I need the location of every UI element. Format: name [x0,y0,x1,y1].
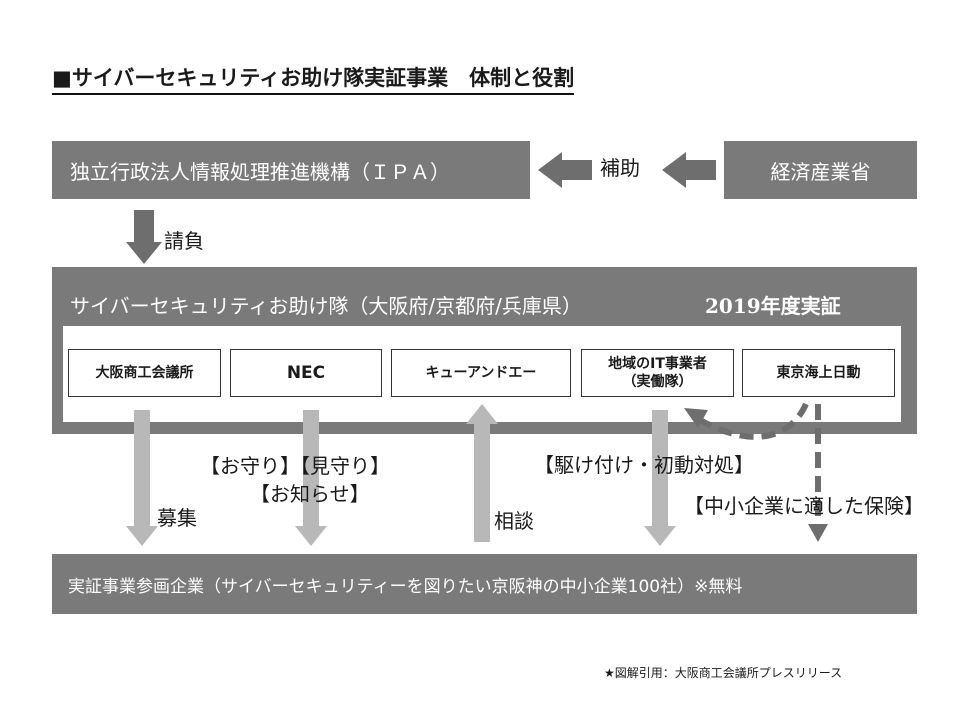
up-arrow-icon [466,404,498,542]
team-year: 2019年度実証 [705,294,841,318]
down-arrow-icon [295,410,327,546]
member-label: 東京海上日動 [776,365,861,381]
meti-box: 経済産業省 [724,141,917,199]
ipa-box: 独立行政法人情報処理推進機構（ＩＰＡ） [52,141,530,199]
contract-label: 請負 [164,229,204,253]
consult-label: 相談 [494,509,534,533]
member-local-it: 地域のIT事業者 （実働隊） [581,349,734,397]
left-arrow-icon [538,152,592,188]
left-arrow-icon [662,152,716,188]
arrowhead-icon [684,408,708,428]
member-osaka-cci: 大阪商工会議所 [68,349,221,397]
protect-label: 【お守り】【見守り】 [200,454,390,478]
down-arrow-icon [126,410,158,546]
team-title: サイバーセキュリティお助け隊（大阪府/京都府/兵庫県） [70,294,582,318]
recruit-label: 募集 [157,506,197,530]
member-q-and-a: キューアンドエー [391,349,571,397]
member-label: NEC [286,363,326,383]
arrowhead-icon [808,524,828,542]
participating-companies-box: 実証事業参画企業（サイバーセキュリティーを図りたい京阪神の中小企業100社）※無… [52,554,917,614]
curved-dashed-arrow-icon [698,402,809,440]
member-label: キューアンドエー [425,365,537,381]
down-arrow-icon [644,410,676,546]
rush-label: 【駆け付け・初動対処】 [534,453,754,477]
member-tokio-marine: 東京海上日動 [742,349,895,397]
member-label: 地域のIT事業者 [608,356,707,372]
page-title: ■サイバーセキュリティお助け隊実証事業 体制と役割 [52,64,575,95]
member-sublabel: （実働隊） [622,374,693,390]
member-label: 大阪商工会議所 [95,365,194,381]
source-note: ★図解引用：大阪商工会議所プレスリリース [604,666,843,680]
subsidy-label: 補助 [600,156,640,180]
inform-label: 【お知らせ】 [250,482,370,506]
down-arrow-icon [126,210,162,264]
member-nec: NEC [230,349,382,397]
insurance-label: 【中小企業に適した保険】 [684,494,924,518]
